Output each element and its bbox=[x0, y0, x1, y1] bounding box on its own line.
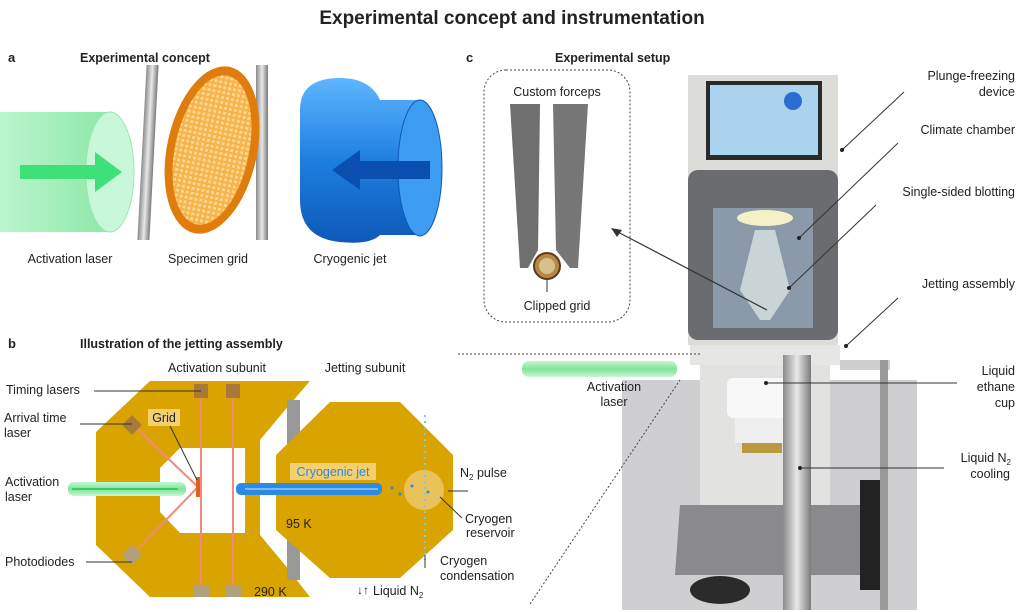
label-activation-laser-c-1: Activation bbox=[587, 380, 641, 394]
label-cryogenic-jet: Cryogenic jet bbox=[314, 252, 387, 266]
label-activation-laser-c-2: laser bbox=[600, 395, 627, 409]
figure-title: Experimental concept and instrumentation bbox=[319, 8, 704, 29]
callout-jetting-assembly: Jetting assembly bbox=[922, 277, 1016, 291]
panel-a-title: Experimental concept bbox=[80, 51, 211, 65]
cryogenic-jet-illustration bbox=[300, 78, 443, 243]
callout-n2-cooling-2: cooling bbox=[970, 467, 1010, 481]
panel-b-title: Illustration of the jetting assembly bbox=[80, 337, 283, 351]
label-clipped-grid: Clipped grid bbox=[524, 299, 591, 313]
activation-laser-beam-c bbox=[522, 361, 677, 377]
label-activation-laser: Activation laser bbox=[28, 252, 113, 266]
arrow-left-icon bbox=[332, 150, 430, 190]
label-cryogen-reservoir-2: reservoir bbox=[466, 526, 515, 540]
label-activation-laser-b-2: laser bbox=[5, 490, 32, 504]
label-290k: 290 K bbox=[254, 585, 287, 599]
ethane-cup bbox=[727, 378, 797, 418]
label-liquid-n2: Liquid N2 bbox=[373, 584, 424, 600]
arrows-up-down-icon: ↓↑ bbox=[357, 583, 369, 597]
projection-line-bottom bbox=[529, 379, 681, 605]
activation-laser-cylinder bbox=[0, 111, 135, 233]
callout-plunge-freezing-2: device bbox=[979, 85, 1015, 99]
panel-c-title: Experimental setup bbox=[555, 51, 671, 65]
label-cryogen-condensation-1: Cryogen bbox=[440, 554, 487, 568]
callout-n2-cooling-1: Liquid N2 bbox=[961, 451, 1012, 467]
panel-b-letter: b bbox=[8, 336, 16, 351]
setup-photo bbox=[622, 75, 917, 610]
grid-label-box bbox=[148, 409, 180, 426]
label-activation-subunit: Activation subunit bbox=[168, 361, 267, 375]
label-arrival-time-laser-1: Arrival time bbox=[4, 411, 67, 425]
callout-single-sided-blotting: Single-sided blotting bbox=[902, 185, 1015, 199]
panel-a-letter: a bbox=[8, 50, 16, 65]
arrow-right-icon bbox=[20, 152, 122, 192]
label-activation-laser-b-1: Activation bbox=[5, 475, 59, 489]
callout-climate-chamber: Climate chamber bbox=[921, 123, 1015, 137]
jetting-subunit-block bbox=[236, 402, 453, 578]
label-specimen-grid: Specimen grid bbox=[168, 252, 248, 266]
specimen-grid-illustration bbox=[137, 65, 268, 240]
label-custom-forceps: Custom forceps bbox=[513, 85, 601, 99]
callout-plunge-freezing-1: Plunge-freezing bbox=[927, 69, 1015, 83]
panel-c-letter: c bbox=[466, 50, 473, 65]
n2-cooling-hose bbox=[783, 355, 811, 610]
cryogenic-jet-label-box bbox=[290, 463, 376, 480]
grid-marker bbox=[196, 477, 200, 497]
label-n2-pulse: N2 pulse bbox=[460, 466, 507, 482]
label-cryogen-condensation-2: condensation bbox=[440, 569, 514, 583]
callout-ethane-cup-2: ethane bbox=[977, 380, 1015, 394]
label-grid: Grid bbox=[152, 411, 176, 425]
label-arrival-time-laser-2: laser bbox=[4, 426, 31, 440]
label-timing-lasers: Timing lasers bbox=[6, 383, 80, 397]
inset-pointer-arrow bbox=[613, 229, 768, 311]
callout-ethane-cup-1: Liquid bbox=[982, 364, 1015, 378]
label-cryogen-reservoir-1: Cryogen bbox=[465, 512, 512, 526]
label-photodiodes: Photodiodes bbox=[5, 555, 75, 569]
callout-ethane-cup-3: cup bbox=[995, 396, 1015, 410]
label-95k: 95 K bbox=[286, 517, 312, 531]
label-cryogenic-jet-b: Cryogenic jet bbox=[297, 465, 370, 479]
forceps-inset bbox=[483, 69, 631, 323]
label-jetting-subunit: Jetting subunit bbox=[325, 361, 406, 375]
